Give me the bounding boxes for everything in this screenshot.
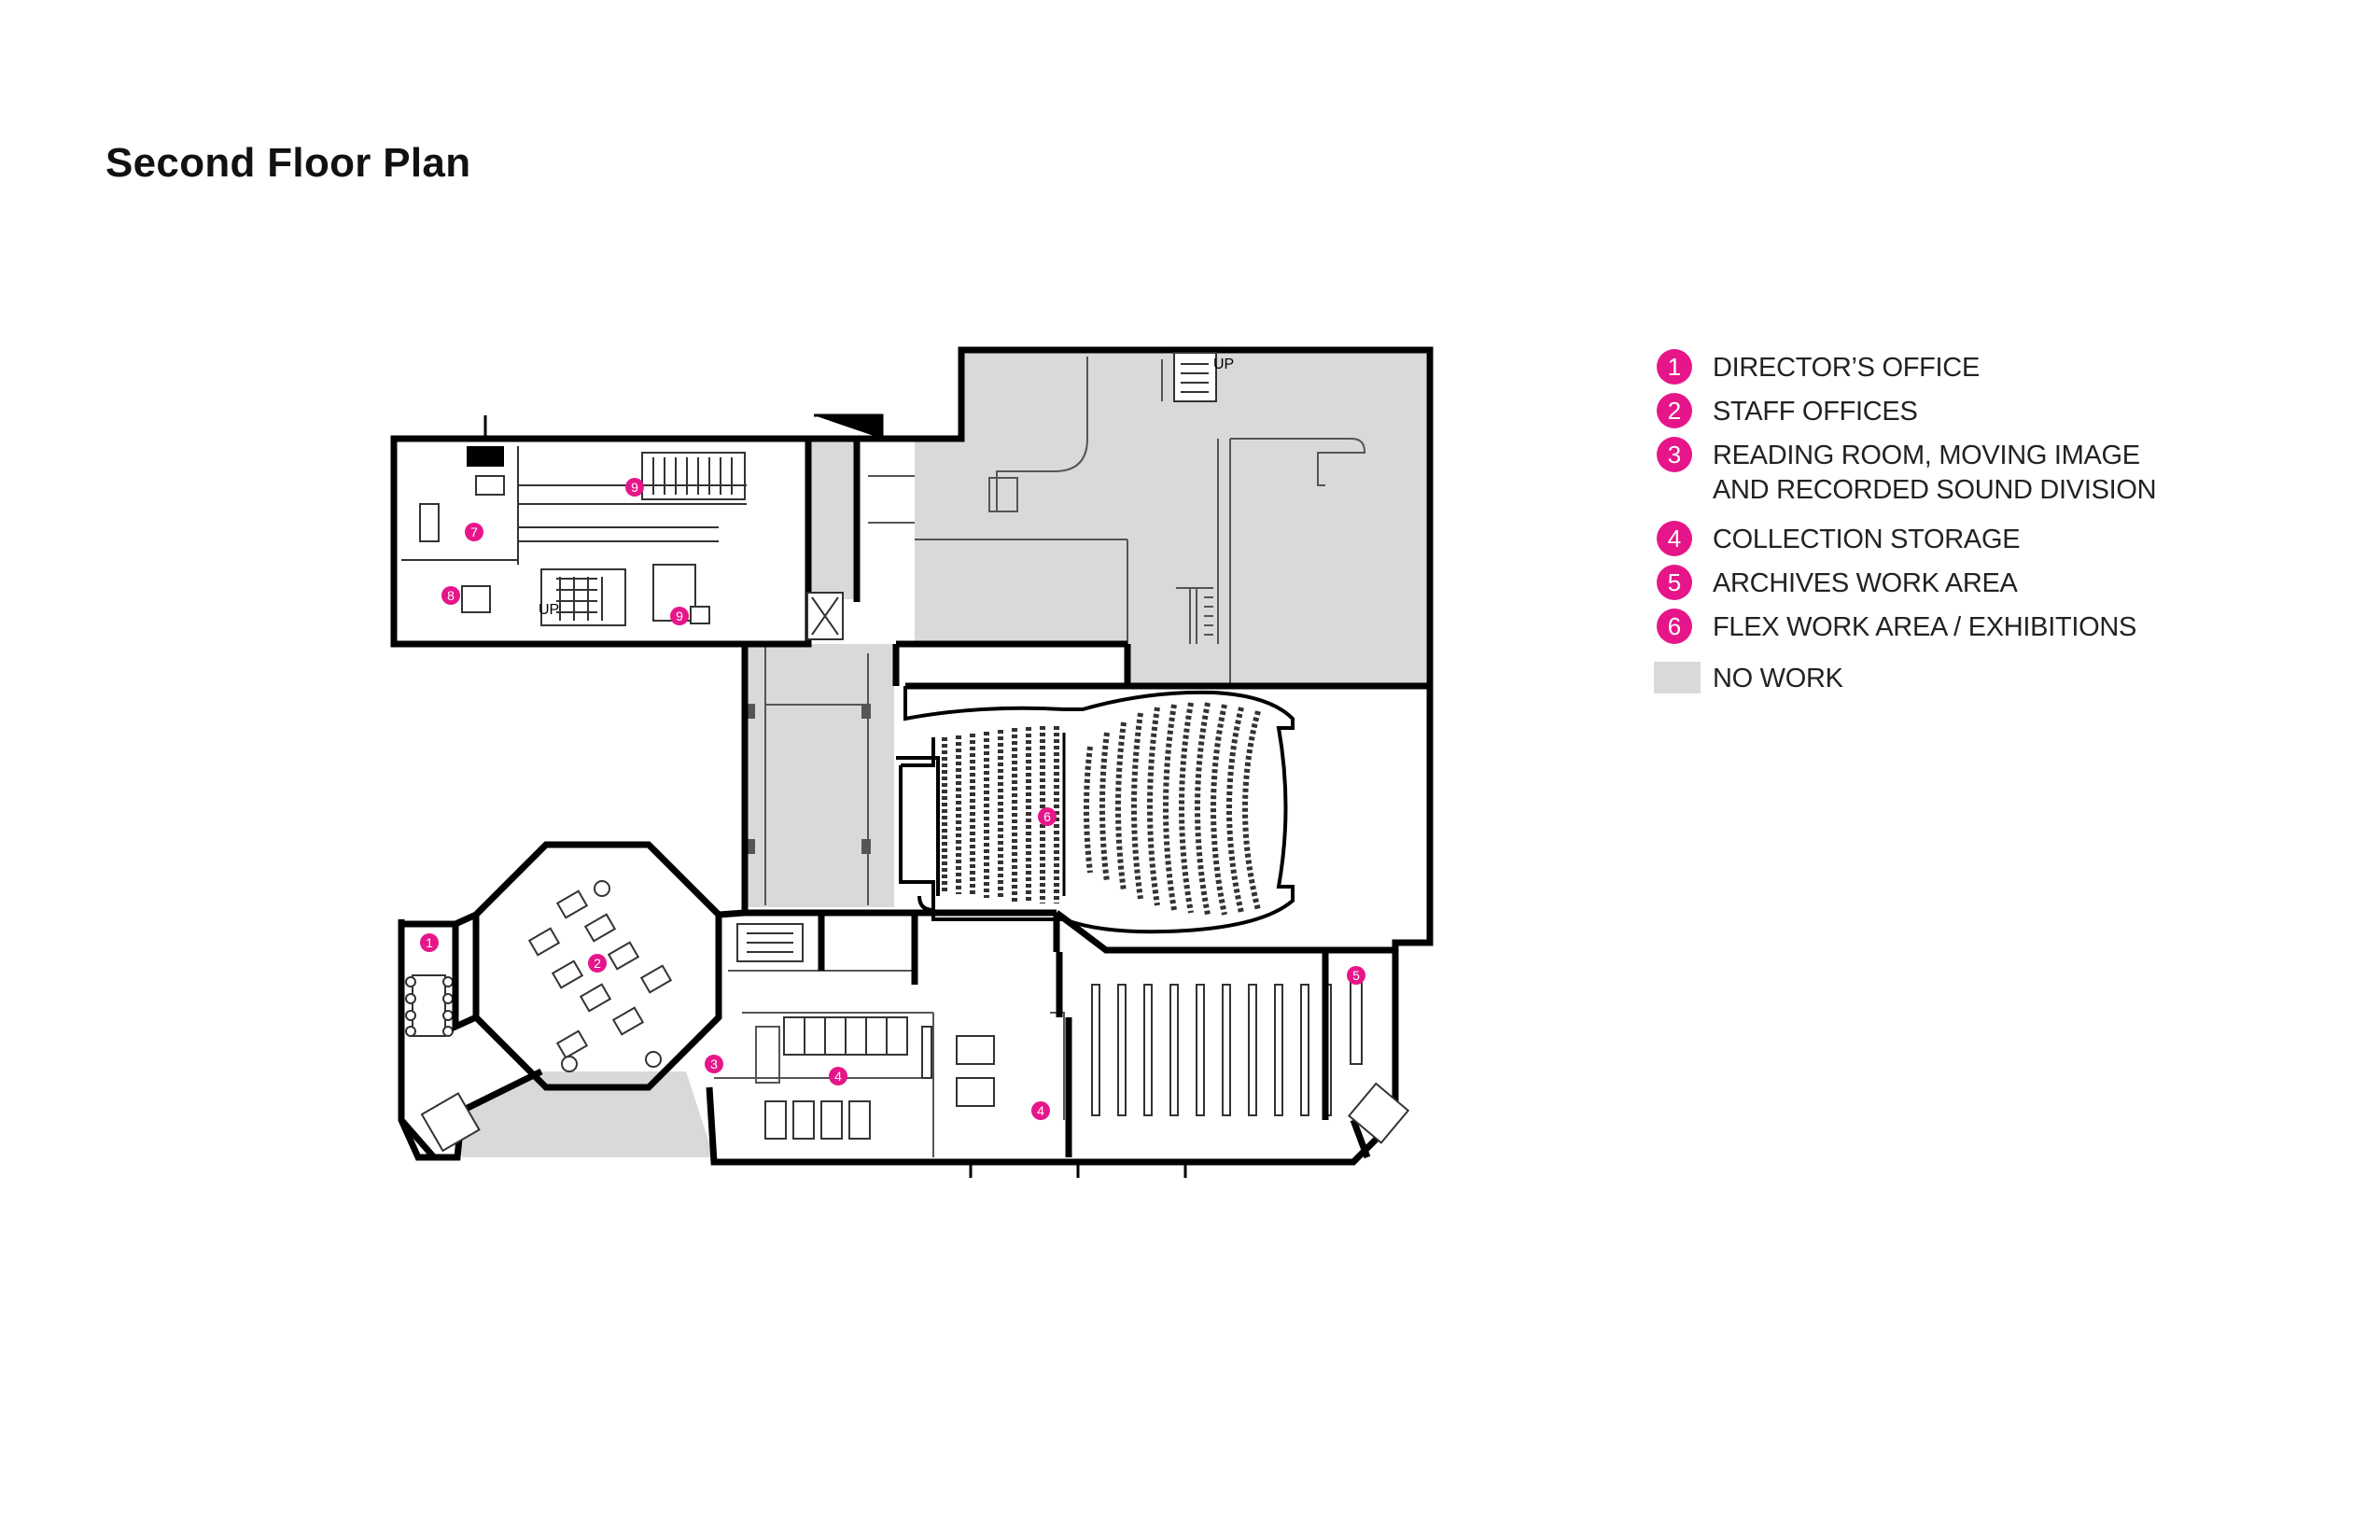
marker-4b: 4 xyxy=(1031,1101,1050,1120)
marker-9b: 9 xyxy=(670,607,689,625)
legend-label: STAFF OFFICES xyxy=(1713,397,1918,427)
legend-badge-1: 1 xyxy=(1657,349,1692,385)
legend-badge-6: 6 xyxy=(1657,609,1692,644)
legend-label: NO WORK xyxy=(1713,664,1843,693)
svg-text:8: 8 xyxy=(447,588,455,603)
no-work-swatch xyxy=(1654,662,1701,693)
marker-9a: 9 xyxy=(625,478,644,497)
legend-item-collection-storage: 4 COLLECTION STORAGE xyxy=(1657,517,2329,561)
stairs xyxy=(420,352,1410,1153)
legend-item-reading-room: 3 READING ROOM, MOVING IMAGE AND RECORDE… xyxy=(1657,433,2329,517)
conference-table xyxy=(405,974,454,1037)
theater-seating xyxy=(942,702,1261,916)
fireplace xyxy=(467,446,504,467)
svg-text:9: 9 xyxy=(676,609,683,623)
legend-item-flex-work-area: 6 FLEX WORK AREA / EXHIBITIONS xyxy=(1657,605,2329,649)
west-wing-interior xyxy=(401,446,747,626)
marker-3: 3 xyxy=(705,1055,723,1073)
legend-item-archives-work-area: 5 ARCHIVES WORK AREA xyxy=(1657,561,2329,605)
no-work-lobby xyxy=(745,644,894,907)
marker-6: 6 xyxy=(1038,807,1057,826)
stage-outline xyxy=(896,737,940,910)
no-work-regions xyxy=(453,350,1426,1157)
legend-item-directors-office: 1 DIRECTOR’S OFFICE xyxy=(1657,345,2329,389)
office-desks xyxy=(764,1016,995,1140)
marker-7: 7 xyxy=(465,523,483,541)
legend-label: DIRECTOR’S OFFICE xyxy=(1713,353,1980,383)
svg-text:1: 1 xyxy=(426,935,433,950)
legend-badge-2: 2 xyxy=(1657,393,1692,428)
svg-text:3: 3 xyxy=(710,1057,718,1071)
legend-badge-5: 5 xyxy=(1657,565,1692,600)
legend-label: FLEX WORK AREA / EXHIBITIONS xyxy=(1713,612,2137,642)
marker-8: 8 xyxy=(441,586,460,605)
no-work-north-block xyxy=(857,350,1426,686)
svg-text:7: 7 xyxy=(470,525,478,539)
facade-ticks xyxy=(483,413,1187,1178)
marker-2: 2 xyxy=(588,954,607,973)
svg-text:4: 4 xyxy=(1037,1103,1044,1118)
legend-label-line1: READING ROOM, MOVING IMAGE xyxy=(1713,441,2140,470)
svg-text:6: 6 xyxy=(1043,809,1051,824)
legend-label: ARCHIVES WORK AREA xyxy=(1713,568,2018,598)
legend-badge-4: 4 xyxy=(1657,521,1692,556)
svg-text:2: 2 xyxy=(594,956,601,971)
legend-label: READING ROOM, MOVING IMAGE AND RECORDED … xyxy=(1713,439,2157,508)
theater-walls xyxy=(903,686,1295,934)
legend-label-line2: AND RECORDED SOUND DIVISION xyxy=(1713,475,2157,505)
legend-item-no-work: NO WORK xyxy=(1654,656,2329,700)
exterior-walls xyxy=(390,346,1434,1166)
marker-1: 1 xyxy=(420,933,439,952)
room-markers: 1 2 3 4 4 5 6 7 8 9 9 xyxy=(420,478,1365,1120)
page-title: Second Floor Plan xyxy=(105,140,471,186)
svg-text:9: 9 xyxy=(631,480,638,495)
storage-shelving xyxy=(1091,979,1363,1116)
marker-5: 5 xyxy=(1347,966,1365,985)
legend: 1 DIRECTOR’S OFFICE 2 STAFF OFFICES 3 RE… xyxy=(1654,345,2329,700)
interior-lines xyxy=(714,357,1365,1157)
svg-text:5: 5 xyxy=(1352,968,1360,983)
marker-4a: 4 xyxy=(829,1067,847,1085)
svg-text:4: 4 xyxy=(834,1069,842,1084)
no-work-south-strip xyxy=(453,1071,714,1157)
legend-item-staff-offices: 2 STAFF OFFICES xyxy=(1657,389,2329,433)
up-label-northeast: UP xyxy=(1213,357,1234,372)
no-work-stair-core xyxy=(810,441,855,599)
up-label-west: UP xyxy=(539,602,559,618)
legend-badge-3: 3 xyxy=(1657,437,1692,472)
octagon-desks xyxy=(527,880,673,1072)
legend-label: COLLECTION STORAGE xyxy=(1713,525,2021,554)
